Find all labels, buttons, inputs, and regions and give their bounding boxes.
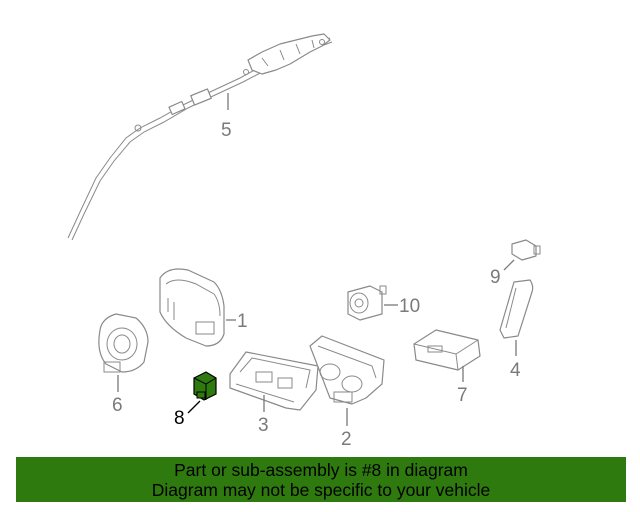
passenger-airbag-part[interactable] bbox=[309, 335, 385, 405]
knee-airbag-part[interactable] bbox=[229, 351, 319, 411]
impact-sensor-part-highlighted[interactable] bbox=[193, 371, 217, 401]
front-sensor-part[interactable] bbox=[511, 239, 541, 261]
leader-line-8 bbox=[187, 400, 201, 414]
curtain-airbag-part[interactable] bbox=[67, 33, 333, 241]
banner-line-part-info: Part or sub-assembly is #8 in diagram bbox=[174, 459, 468, 480]
clock-spring-part[interactable] bbox=[98, 313, 149, 373]
driver-airbag-part[interactable] bbox=[159, 268, 225, 347]
callout-8[interactable]: 8 bbox=[174, 408, 185, 429]
leader-line-9 bbox=[503, 259, 515, 271]
callout-4[interactable]: 4 bbox=[510, 360, 521, 381]
airbag-control-module-part[interactable] bbox=[413, 329, 481, 371]
callout-7[interactable]: 7 bbox=[457, 385, 468, 406]
callout-10[interactable]: 10 bbox=[399, 296, 420, 317]
callout-6[interactable]: 6 bbox=[112, 395, 123, 416]
info-banner: Part or sub-assembly is #8 in diagram Di… bbox=[16, 457, 626, 502]
callout-2[interactable]: 2 bbox=[341, 429, 352, 450]
seat-sensor-part[interactable] bbox=[347, 285, 387, 321]
banner-line-disclaimer: Diagram may not be specific to your vehi… bbox=[151, 479, 491, 500]
callout-1[interactable]: 1 bbox=[237, 311, 248, 332]
callout-3[interactable]: 3 bbox=[258, 415, 269, 436]
parts-diagram: 5 1 6 8 3 2 bbox=[67, 33, 541, 450]
side-airbag-part[interactable] bbox=[499, 279, 534, 339]
callout-9[interactable]: 9 bbox=[490, 267, 501, 288]
callout-5[interactable]: 5 bbox=[221, 120, 232, 141]
